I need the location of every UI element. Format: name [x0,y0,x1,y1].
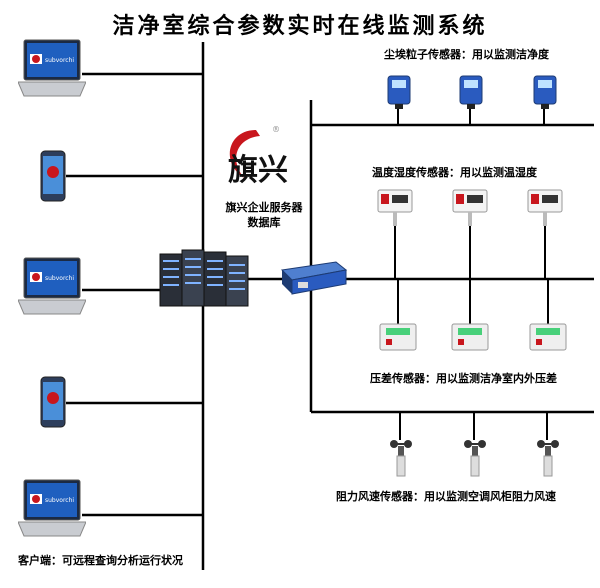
temp-humidity-sensor-icon [377,189,413,226]
diagram-title: 洁净室综合参数实时在线监测系统 [112,13,488,39]
temp-humidity-sensor-icon [527,189,563,226]
laptop-icon: subvorchi [18,257,86,315]
pressure-sensor-icon [451,323,489,351]
wind-speed-sensor-label: 阻力风速传感器：用以监测空调风柜阻力风速 [336,490,556,503]
temp-humidity-sensor-label: 温度湿度传感器：用以监测温湿度 [372,166,537,179]
server-rack-icon [159,249,249,307]
phone-icon [40,376,66,428]
brand-caption-line2: 数据库 [247,216,281,229]
gateway-device-icon [280,261,348,295]
brand-logo-text: 旗兴 [228,153,288,188]
laptop-icon: subvorchi [18,479,86,537]
wind-speed-sensor-icon [464,440,486,477]
laptop-badge: subvorchi [45,497,74,504]
dust-sensor-icon [387,75,411,109]
laptop-badge: subvorchi [45,275,74,282]
client-label: 客户端：可远程查询分析运行状况 [18,554,183,567]
wind-speed-sensor-icon [390,440,412,477]
brand-logo-icon: ® [229,125,280,178]
laptop-badge: subvorchi [45,57,74,64]
pressure-sensor-icon [529,323,567,351]
phone-icon [40,150,66,202]
pressure-sensor-icon [379,323,417,351]
brand-caption-line1: 旗兴企业服务器 [225,201,303,214]
dust-sensor-label: 尘埃粒子传感器：用以监测洁净度 [384,48,549,61]
wind-speed-sensor-icon [537,440,559,477]
temp-humidity-sensor-icon [452,189,488,226]
pressure-sensor-label: 压差传感器：用以监测洁净室内外压差 [370,372,557,385]
laptop-icon: subvorchi [18,39,86,97]
svg-text:®: ® [272,125,280,134]
dust-sensor-icon [459,75,483,109]
brand-caption: 旗兴企业服务器 数据库 [214,200,314,230]
dust-sensor-icon [533,75,557,109]
